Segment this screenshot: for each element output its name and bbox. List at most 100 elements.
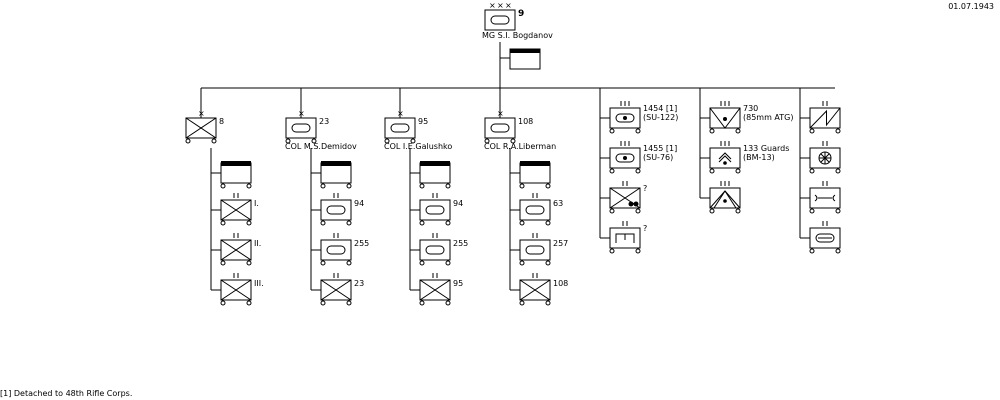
unit-frame [519,199,551,221]
unit-frame [419,199,451,221]
wheel-icon [545,300,551,306]
wheel-icon [809,168,815,174]
wheel-icon [545,260,551,266]
brigade-symbol: × [285,109,317,144]
wheel-icon [545,220,551,226]
subunit-label: 94 [354,199,364,208]
brigade-symbol: × [185,109,217,144]
subunit-label: 94 [453,199,463,208]
unit-frame [709,147,741,169]
echelon-mark: × [489,1,496,10]
wheel-icon [809,208,815,214]
wheel-icon [835,248,841,254]
subunit-symbol [320,161,352,189]
brigade-number: 23 [319,117,329,126]
brigade-commander: COL M.S.Demidov [285,142,357,151]
echelon-mark: × [198,109,205,118]
subunit-symbol [320,193,352,226]
wheel-icon [311,138,317,144]
hq-bar-icon [221,161,251,166]
wheel-icon [419,183,425,189]
wheel-icon [320,183,326,189]
support-unit-label: 133 Guards [743,144,789,153]
anti-aircraft-icon [724,190,741,209]
hq-bar-icon [420,161,450,166]
support-unit-sublabel: (SU-76) [643,153,673,162]
medical-icon [820,153,830,163]
echelon-mark: × [497,1,504,10]
gun-dot-icon [723,117,727,121]
wheel-icon [419,260,425,266]
wheel-icon [484,138,490,144]
wheel-icon [519,300,525,306]
wheel-icon [211,138,217,144]
support-unit-label: ? [643,224,647,233]
unit-frame [320,239,352,261]
footnote: [1] Detached to 48th Rifle Corps. [0,389,133,398]
rocket-icon [718,152,732,163]
wheel-icon [445,183,451,189]
wheel-icon [220,220,226,226]
subunit-label: 255 [354,239,369,248]
wheel-icon [609,128,615,134]
subunit-symbol [519,273,551,306]
infantry-cross-icon [185,117,217,139]
wheel-icon [809,248,815,254]
gun-dot-icon [623,156,627,160]
support-unit-sublabel: (BM-13) [743,153,775,162]
wheel-icon [519,183,525,189]
wheel-icon [609,208,615,214]
subunit-symbol [419,233,451,266]
armor-track-icon [525,245,545,255]
support-unit-sublabel: (85mm ATG) [743,113,794,122]
infantry-cross-icon [220,279,252,301]
wheel-icon [635,168,641,174]
subunit-symbol [419,193,451,226]
wheel-icon [609,168,615,174]
wheel-icon [419,300,425,306]
unit-frame [519,239,551,261]
brigade-number: 108 [518,117,533,126]
wheel-icon [519,260,525,266]
wheel-icon [220,260,226,266]
wheel-icon [635,128,641,134]
echelon-mark: × [298,109,305,118]
wheel-icon [246,183,252,189]
subunit-symbol [519,233,551,266]
subunit-label: 255 [453,239,468,248]
armor-track-icon [615,113,635,123]
signal-icon [809,107,841,129]
subunit-label: II. [254,239,261,248]
wheel-icon [346,220,352,226]
support-unit-label: 730 [743,104,758,113]
support-unit-symbol [809,101,841,134]
echelon-mark: × [497,109,504,118]
wheel-icon [246,220,252,226]
brigade-number: 95 [418,117,428,126]
support-unit-sublabel: (SU-122) [643,113,678,122]
hq-commander: MG S.I. Bogdanov [482,31,553,40]
wheel-icon [635,208,641,214]
support-unit-label: 1455 [1] [643,144,677,153]
armor-track-icon [615,153,635,163]
subunit-symbol [419,273,451,306]
infantry-cross-icon [419,279,451,301]
chart-date: 01.07.1943 [948,2,994,11]
supply-icon [815,233,835,243]
hq-bar-icon [510,49,540,53]
wheel-icon [735,128,741,134]
hq-number: 9 [518,9,524,19]
support-unit-symbol [709,141,741,174]
armor-track-icon [390,123,410,133]
subunit-symbol [220,193,252,226]
recon-cross-icon [609,187,641,209]
gun-dot-icon [623,116,627,120]
wheel-icon [246,260,252,266]
infantry-cross-icon [320,279,352,301]
infantry-cross-icon [519,279,551,301]
support-unit-symbol [609,181,641,214]
brigade-commander: COL R.A.Liberman [484,142,556,151]
subunit-symbol [519,193,551,226]
armor-track-icon [525,205,545,215]
brigade-symbol: × [384,109,416,144]
